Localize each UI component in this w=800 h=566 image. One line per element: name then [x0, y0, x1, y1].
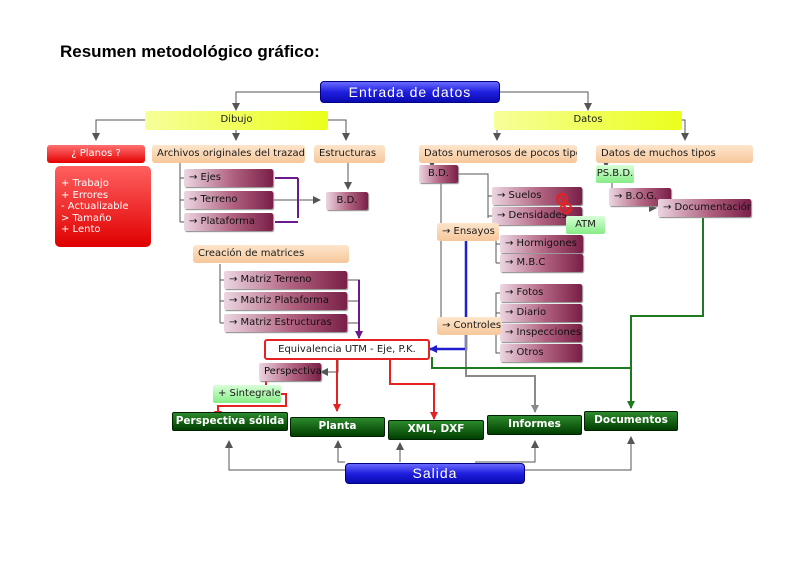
page-title: Resumen metodológico gráfico:	[60, 42, 320, 61]
node-bd-dibujo: B.D.	[326, 192, 368, 210]
planos-note: + Errores	[61, 189, 109, 201]
red-circle-mark	[560, 202, 572, 214]
node-archivos-originales: Archivos originales del trazado	[152, 145, 305, 163]
node-perspectiva: Perspectiva	[259, 363, 321, 381]
node-fotos: → Fotos	[500, 284, 582, 302]
node-estructuras: Estructuras	[314, 145, 385, 163]
node-salida: Salida	[345, 463, 525, 484]
node-psbd: PS.B.D.	[596, 165, 634, 183]
node-xml-dxf: XML, DXF	[388, 420, 484, 440]
node-matriz-estructuras: → Matriz Estructuras	[224, 314, 347, 332]
node-mbc: → M.B.C	[500, 254, 583, 272]
node-creacion-de-matrices: Creación de matrices	[193, 245, 349, 263]
node-datos-pocos-tipos: Datos numerosos de pocos tipos	[419, 145, 577, 163]
node-datos: Datos	[494, 111, 682, 130]
planos-note: + Lento	[61, 224, 101, 235]
planos-note: - Actualizable	[61, 201, 129, 212]
node-atm: ATM	[566, 216, 605, 234]
node-otros: → Otros	[500, 344, 582, 362]
node-densidades: → Densidades	[492, 207, 582, 225]
node-entrada-de-datos: Entrada de datos	[320, 81, 500, 103]
node-bog: → B.O.G.	[609, 188, 671, 206]
node-ensayos: → Ensayos	[437, 223, 499, 241]
node-controles: → Controles	[437, 317, 501, 335]
node-perspectiva-solida: Perspectiva sólida	[172, 412, 288, 431]
node-dibujo: Dibujo	[145, 111, 328, 130]
node-bd-datos: B.D.	[419, 165, 458, 183]
node-equivalencia: Equivalencia UTM - Eje, P.K.	[264, 339, 430, 360]
node-diario: → Diario	[500, 304, 582, 322]
planos-note: > Tamaño	[61, 212, 112, 224]
node-ejes: → Ejes	[184, 169, 273, 187]
node-hormigones: → Hormigones	[500, 235, 583, 253]
node-datos-muchos-tipos: Datos de muchos tipos	[596, 145, 753, 163]
node-terreno: → Terreno	[184, 191, 273, 209]
node-documentos: Documentos	[584, 411, 678, 431]
node-inspecciones: → Inspecciones	[500, 324, 582, 342]
planos-notes-box: + Trabajo + Errores - Actualizable > Tam…	[55, 166, 151, 247]
node-planta: Planta	[290, 417, 385, 437]
node-matriz-plataforma: → Matriz Plataforma	[224, 292, 347, 310]
node-sintegrales: + Sintegrales	[213, 385, 281, 403]
node-matriz-terreno: → Matriz Terreno	[224, 271, 347, 289]
planos-note: + Trabajo	[61, 178, 109, 189]
node-documentacion: → Documentación	[658, 199, 751, 217]
node-informes: Informes	[487, 415, 582, 435]
node-plataforma: → Plataforma	[184, 213, 273, 231]
node-planos: ¿ Planos ?	[47, 145, 145, 163]
